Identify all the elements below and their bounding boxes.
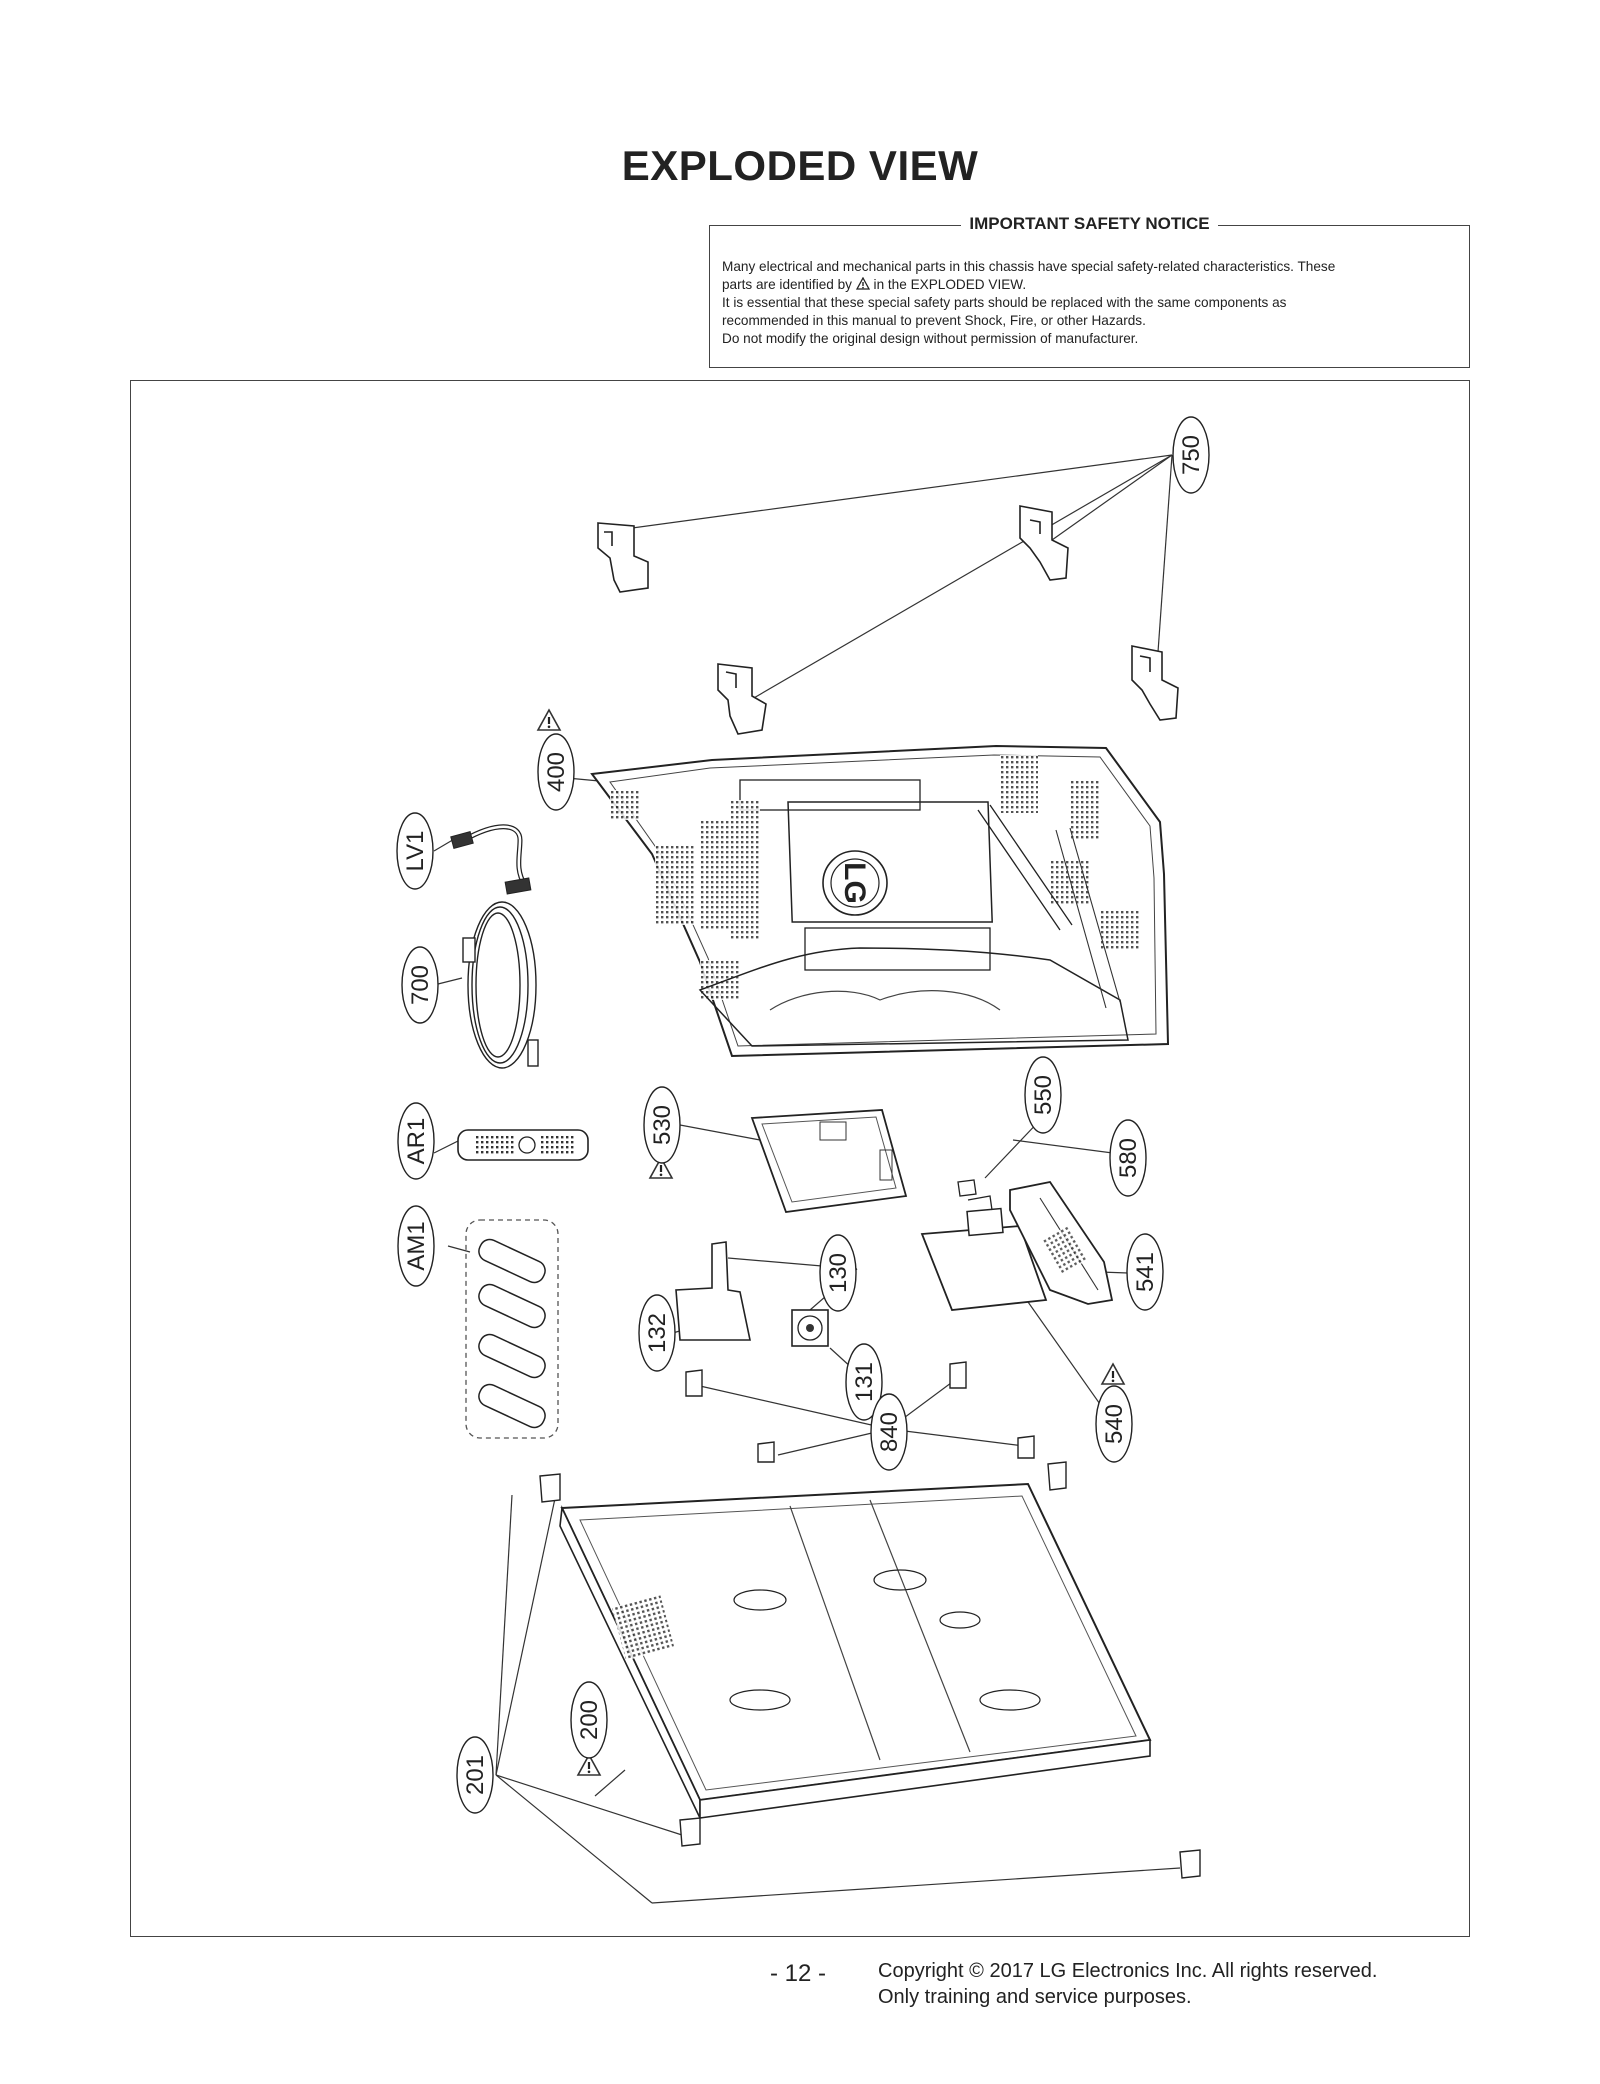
svg-text:530: 530: [649, 1105, 676, 1145]
callout-ar1: AR1: [397, 1102, 435, 1180]
callout-580: 580: [1109, 1119, 1147, 1197]
notice-line-1: Many electrical and mechanical parts in …: [722, 259, 1336, 274]
power-board-assembly: [920, 1179, 1114, 1311]
svg-text:LV1: LV1: [402, 831, 429, 872]
svg-text:AM1: AM1: [403, 1221, 430, 1270]
page-title: EXPLODED VIEW: [621, 142, 979, 189]
safety-notice-box: IMPORTANT SAFETY NOTICE Many electrical …: [709, 214, 1470, 368]
notice-line-3: It is essential that these special safet…: [722, 295, 1287, 310]
clips-840: [685, 1361, 1035, 1463]
rear-frame-200: [539, 1461, 1201, 1879]
callout-550: 550: [1024, 1056, 1062, 1134]
svg-text:200: 200: [576, 1700, 603, 1740]
warning-triangle-icon: [536, 708, 562, 732]
notice-line-2: parts are identified by in the EXPLODED …: [722, 277, 1027, 292]
callout-750: 750: [1172, 416, 1210, 494]
callout-700: 700: [401, 946, 439, 1024]
svg-text:550: 550: [1030, 1075, 1057, 1115]
callout-400: 400: [537, 733, 575, 811]
callout-201: 201: [456, 1736, 494, 1814]
svg-text:132: 132: [644, 1313, 671, 1353]
lvds-cable-lv1: [450, 824, 532, 895]
top-brackets-750: [597, 505, 1179, 735]
svg-text:131: 131: [851, 1362, 878, 1402]
callout-am1: AM1: [397, 1205, 435, 1287]
warning-triangle-icon: [1100, 1362, 1126, 1386]
callout-lv1: LV1: [396, 812, 434, 890]
svg-text:130: 130: [825, 1253, 852, 1293]
adhesive-pads-am1: [465, 1219, 559, 1439]
page-number: - 12 -: [770, 1960, 827, 1987]
callout-132: 132: [638, 1294, 676, 1372]
power-cord-700: [462, 901, 539, 1069]
callout-131: 131: [845, 1343, 883, 1421]
fan-and-bracket: [675, 1241, 829, 1347]
svg-text:540: 540: [1101, 1404, 1128, 1444]
callout-540: 540: [1095, 1385, 1133, 1463]
diagram-frame: [130, 380, 1470, 1937]
callout-530: 530: [643, 1086, 681, 1164]
svg-text:201: 201: [462, 1755, 489, 1795]
svg-text:541: 541: [1132, 1252, 1159, 1292]
warning-triangle-icon: [855, 277, 870, 290]
callout-200: 200: [570, 1681, 608, 1759]
svg-text:400: 400: [543, 752, 570, 792]
svg-text:750: 750: [1178, 435, 1205, 475]
notice-line-4: recommended in this manual to prevent Sh…: [722, 313, 1146, 328]
svg-text:580: 580: [1115, 1138, 1142, 1178]
remote-control-ar1: [457, 1129, 589, 1161]
copyright-text: Copyright © 2017 LG Electronics Inc. All…: [878, 1960, 1378, 1982]
svg-text:AR1: AR1: [403, 1118, 430, 1165]
main-board-530: [750, 1109, 908, 1213]
svg-text:840: 840: [876, 1412, 903, 1452]
safety-notice-text: Many electrical and mechanical parts in …: [722, 258, 1457, 348]
callout-541: 541: [1126, 1233, 1164, 1311]
back-cover-400: LG: [590, 744, 1170, 1058]
callout-840: 840: [870, 1393, 908, 1471]
copyright-footer: Copyright © 2017 LG Electronics Inc. All…: [878, 1958, 1377, 2010]
usage-text: Only training and service purposes.: [878, 1986, 1192, 2008]
svg-text:700: 700: [407, 965, 434, 1005]
callout-130: 130: [819, 1234, 857, 1312]
safety-notice-heading: IMPORTANT SAFETY NOTICE: [710, 214, 1469, 234]
notice-line-5: Do not modify the original design withou…: [722, 331, 1139, 346]
lg-logo: LG: [838, 862, 871, 904]
